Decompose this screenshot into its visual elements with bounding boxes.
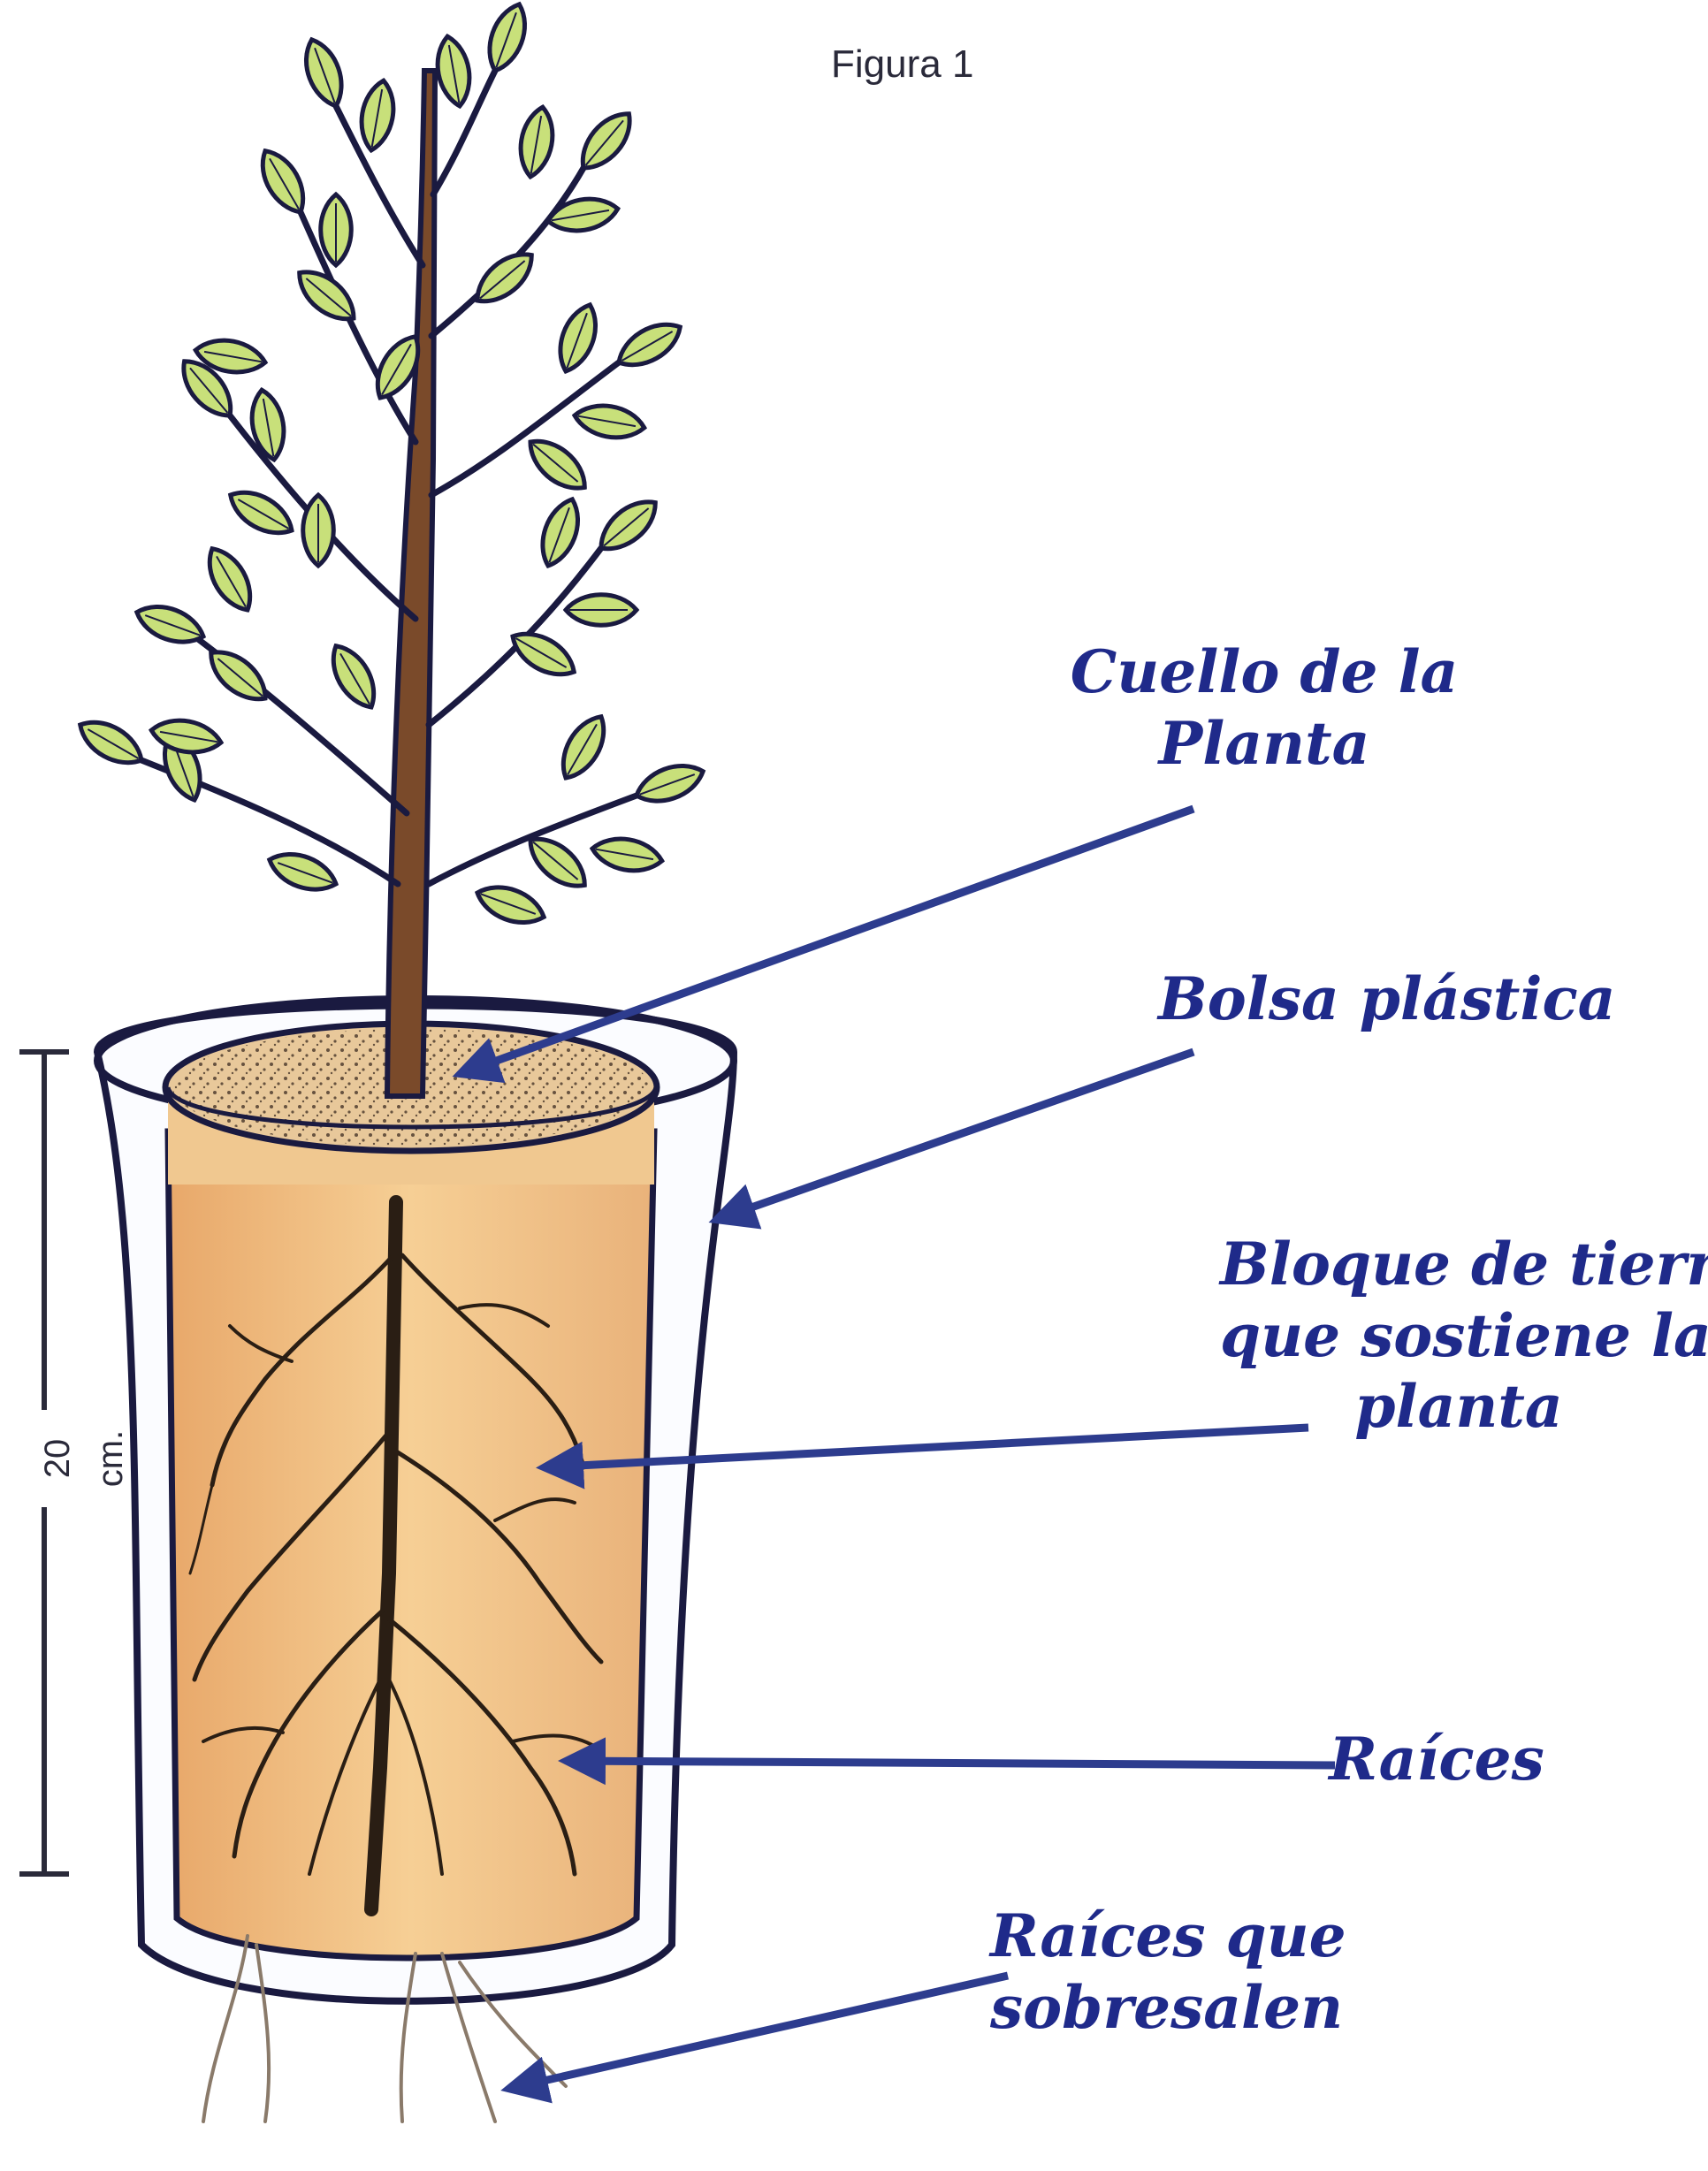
- leaf-vein: [87, 728, 140, 759]
- scale-label: 20 cm.: [31, 1410, 130, 1507]
- label-line: Bolsa plástica: [1158, 964, 1616, 1033]
- leaf-vein: [237, 499, 290, 529]
- protruding-roots: [202, 1934, 568, 2123]
- arrow-cuello: [452, 804, 1195, 1084]
- label-line: Raíces: [1329, 1725, 1544, 1794]
- arrow-raices: [558, 1737, 1336, 1786]
- leaf-vein: [479, 260, 526, 300]
- leaf-vein: [621, 331, 674, 362]
- plant-stem: [384, 68, 438, 1099]
- leaf-vein: [639, 773, 696, 796]
- leaf-vein: [216, 555, 247, 608]
- arrow-raices-sobresalen: [500, 1971, 1009, 2104]
- leaf-vein: [548, 507, 570, 563]
- arrow-bolsa: [708, 1047, 1195, 1230]
- roots: [188, 1195, 604, 1916]
- label-line: que sostiene la: [1220, 1300, 1708, 1370]
- leaf-vein: [217, 658, 263, 697]
- label-raices-que-sobresalen: Raíces que sobresalen: [990, 1901, 1346, 2043]
- leaves: [77, 1, 706, 926]
- leaf-vein: [262, 398, 275, 457]
- leaf-vein: [567, 723, 598, 776]
- leaf-vein: [305, 278, 352, 317]
- leaf-vein: [269, 157, 300, 210]
- leaf-vein: [159, 730, 218, 743]
- label-cuello-de-la-planta: Cuello de la Planta: [1070, 636, 1459, 779]
- leaf-vein: [532, 443, 579, 483]
- label-bloque-de-tierra: Bloque de tierra que sostiene la planta: [1220, 1229, 1708, 1443]
- leaf-vein: [530, 115, 543, 174]
- label-line: planta: [1354, 1372, 1563, 1442]
- label-line: Planta: [1158, 708, 1370, 778]
- leaf-vein: [144, 614, 201, 636]
- leaf-vein: [577, 415, 637, 428]
- label-bolsa-plastica: Bolsa plástica: [1158, 964, 1616, 1035]
- soil-block: [164, 1128, 658, 1962]
- leaf-vein: [495, 11, 517, 68]
- leaf-vein: [532, 841, 579, 880]
- leaf-vein: [566, 312, 588, 369]
- leaf-vein: [314, 47, 336, 103]
- leaf-vein: [584, 119, 624, 166]
- label-line: sobresalen: [990, 1972, 1344, 2042]
- leaf-vein: [603, 507, 650, 547]
- leaf-vein: [277, 862, 333, 884]
- label-raices: Raíces: [1326, 1724, 1547, 1795]
- arrow-bloque: [536, 1423, 1309, 1489]
- leaf-vein: [480, 893, 537, 915]
- label-line: Raíces que: [990, 1901, 1346, 1970]
- callout-arrows: [452, 804, 1336, 2104]
- leaf-vein: [189, 367, 229, 414]
- leaf-vein: [381, 343, 412, 396]
- figure-title: Figura 1: [831, 42, 974, 86]
- label-line: Cuello de la: [1070, 637, 1459, 706]
- leaf-vein: [447, 44, 461, 103]
- leaf-vein: [339, 652, 370, 705]
- label-line: Bloque de tierra: [1220, 1230, 1708, 1299]
- leaf-vein: [203, 350, 263, 363]
- leaf-vein: [551, 209, 610, 222]
- leaf-vein: [595, 848, 654, 861]
- leaf-vein: [515, 637, 568, 668]
- leaf-vein: [370, 88, 384, 148]
- soil-top-edge: [165, 1086, 659, 1130]
